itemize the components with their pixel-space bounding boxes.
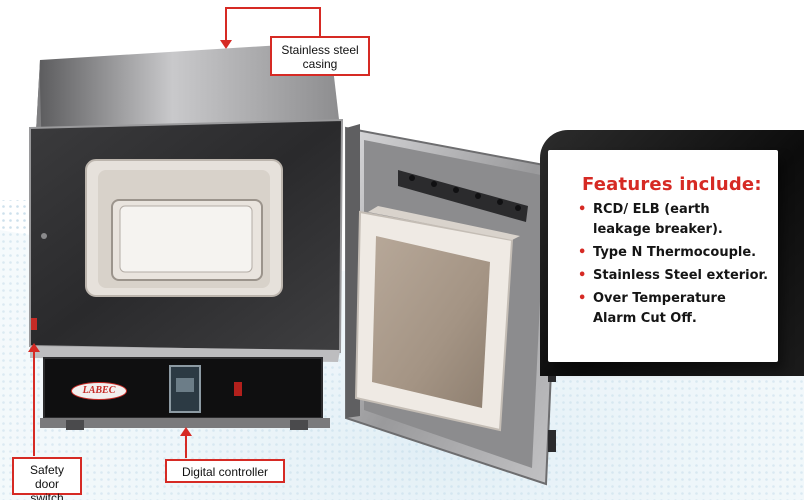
feature-item: •RCD/ ELB (earth leakage breaker). <box>578 202 723 237</box>
screw <box>41 233 47 239</box>
safety-door-switch-label: Safety door switch <box>12 457 82 500</box>
safety-callout-arrow <box>28 343 40 352</box>
feature-item: •Type N Thermocouple. <box>578 245 757 260</box>
safety-switch <box>31 318 37 330</box>
door-hinge <box>548 430 556 452</box>
feature-item: •Stainless Steel exterior. <box>578 268 769 283</box>
features-card: Features include: •RCD/ ELB (earth leaka… <box>548 150 778 362</box>
stainless-casing-label: Stainless steel casing <box>270 36 370 76</box>
power-switch <box>234 382 242 396</box>
brand-logo: LABEC <box>71 382 127 400</box>
furnace-base-edge <box>40 418 330 428</box>
digital-callout-arrow <box>180 427 192 436</box>
features-list: •RCD/ ELB (earth leakage breaker). •Type… <box>578 200 778 332</box>
casing-callout-line <box>225 7 321 46</box>
digital-controller-label: Digital controller <box>165 459 285 483</box>
casing-callout-arrow <box>220 40 232 49</box>
features-title: Features include: <box>582 174 762 195</box>
door-plug <box>372 236 490 408</box>
door-vent-strip <box>398 170 528 222</box>
furnace-top <box>36 42 340 132</box>
feature-item: •Over Temperature Alarm Cut Off. <box>578 291 726 326</box>
